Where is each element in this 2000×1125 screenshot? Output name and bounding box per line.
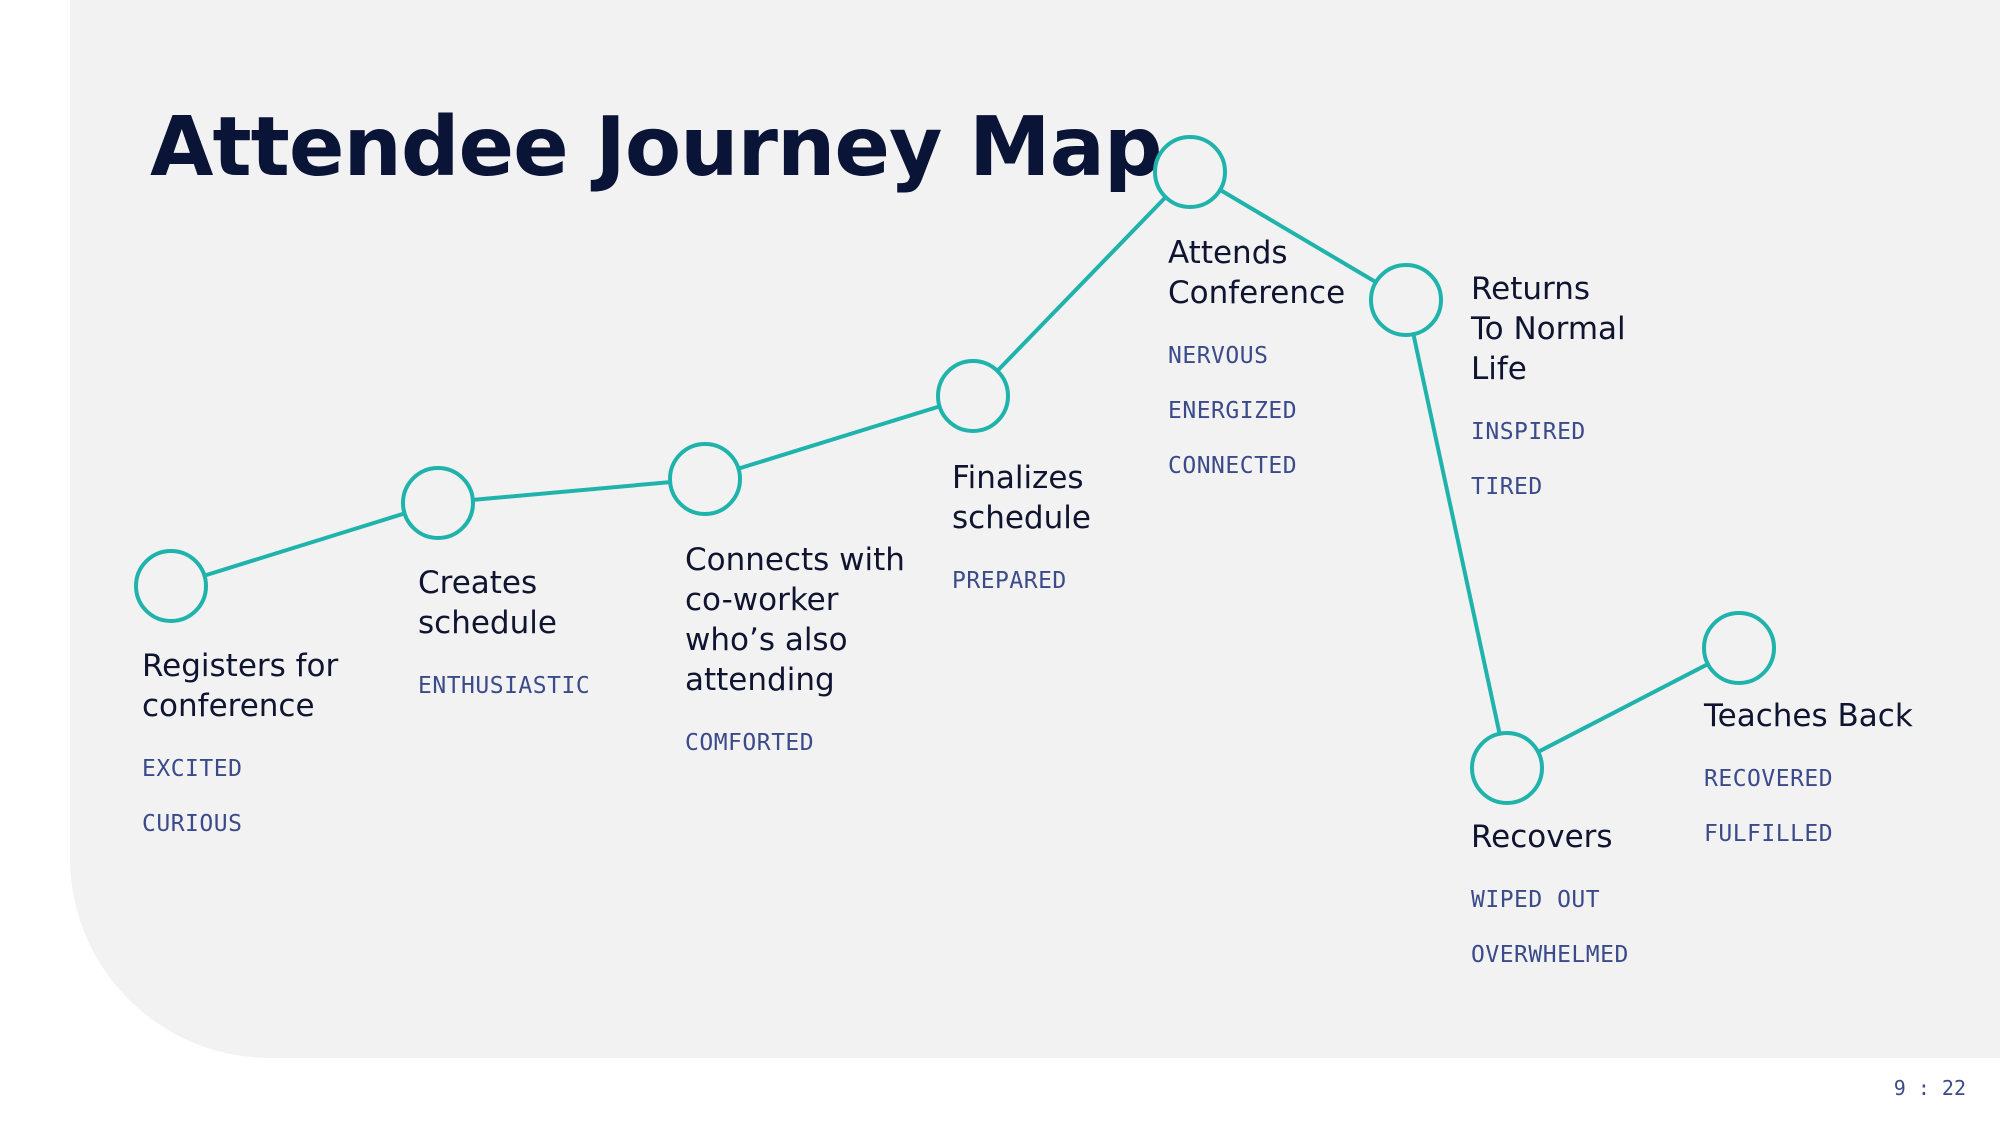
stage-emotion: COMFORTED bbox=[685, 730, 815, 756]
stage-emotion: TIRED bbox=[1471, 474, 1543, 500]
stage-emotion: FULFILLED bbox=[1704, 821, 1834, 847]
journey-connector bbox=[470, 480, 673, 502]
stage-label: Finalizes schedule bbox=[952, 460, 1091, 536]
journey-connector bbox=[1218, 187, 1378, 285]
journey-node bbox=[936, 359, 1010, 433]
stage-emotion: OVERWHELMED bbox=[1471, 942, 1629, 968]
stage-emotion: PREPARED bbox=[952, 568, 1067, 594]
page-total: 22 bbox=[1941, 1076, 1966, 1100]
stage-label: Returns To Normal Life bbox=[1471, 271, 1626, 387]
page-number: 9 : 22 bbox=[1894, 1076, 1966, 1100]
journey-node bbox=[1470, 731, 1544, 805]
journey-nodes bbox=[134, 135, 1776, 805]
stage-emotion: EXCITED bbox=[142, 756, 243, 782]
stage-label: Attends Conference bbox=[1168, 235, 1346, 311]
stage-emotion: INSPIRED bbox=[1471, 419, 1586, 445]
stage-emotion: ENERGIZED bbox=[1168, 398, 1298, 424]
stage-label: Recovers bbox=[1471, 819, 1613, 855]
page-title: Attendee Journey Map bbox=[150, 100, 1163, 195]
stage-label: Creates schedule bbox=[418, 565, 557, 641]
journey-connector bbox=[202, 511, 407, 578]
journey-node bbox=[1153, 135, 1227, 209]
journey-connector bbox=[1411, 332, 1502, 736]
stage-label: Connects with co-worker who’s also atten… bbox=[685, 542, 905, 698]
stage-emotion: CURIOUS bbox=[142, 811, 243, 837]
stage-label: Teaches Back bbox=[1704, 698, 1913, 734]
journey-connector bbox=[736, 404, 942, 471]
journey-connectors bbox=[202, 187, 1710, 754]
stage-label: Registers for conference bbox=[142, 648, 339, 724]
page-current: 9 bbox=[1893, 1076, 1906, 1100]
journey-node bbox=[668, 442, 742, 516]
stage-emotion: CONNECTED bbox=[1168, 453, 1298, 479]
journey-connector bbox=[995, 195, 1168, 373]
page-separator: : bbox=[1917, 1076, 1930, 1100]
journey-node bbox=[134, 549, 208, 623]
journey-node bbox=[1369, 263, 1443, 337]
journey-node bbox=[1702, 611, 1776, 685]
journey-stage: Connects with co-worker who’s also atten… bbox=[685, 540, 905, 771]
stage-emotion: ENTHUSIASTIC bbox=[418, 673, 591, 699]
stage-emotion: WIPED OUT bbox=[1471, 887, 1601, 913]
journey-connector bbox=[1536, 662, 1710, 754]
stage-emotion: RECOVERED bbox=[1704, 766, 1834, 792]
stage-emotion: NERVOUS bbox=[1168, 343, 1269, 369]
journey-node bbox=[401, 466, 475, 540]
background-panel bbox=[70, 0, 2000, 1058]
